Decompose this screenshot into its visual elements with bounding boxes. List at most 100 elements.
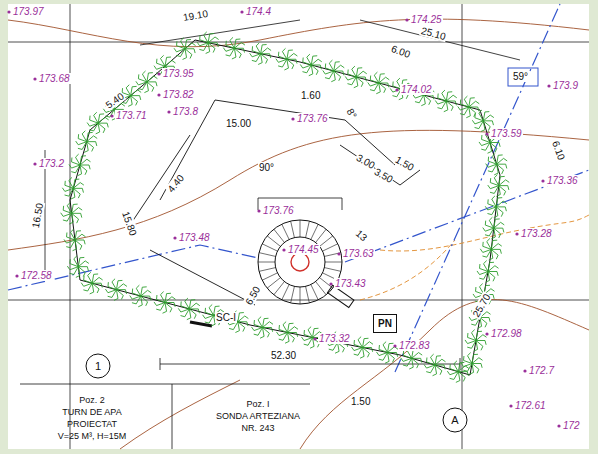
tree-symbol bbox=[483, 217, 505, 239]
dimension-label: 1.60 bbox=[300, 90, 321, 101]
elevation-label: 173.43 bbox=[334, 278, 367, 289]
pn-box: PN bbox=[373, 314, 397, 333]
tree-symbol bbox=[276, 48, 298, 70]
tree-symbol bbox=[480, 238, 502, 260]
tree-symbol bbox=[197, 32, 219, 54]
tree-symbol bbox=[277, 322, 299, 344]
tree-symbol bbox=[62, 177, 84, 199]
node-text: PROIECTAT bbox=[67, 418, 117, 430]
title-block: Poz. 2TURN DE APAPROIECTATV=25 M³, H=15M bbox=[55, 392, 130, 444]
title-block-lines bbox=[20, 384, 310, 449]
survey-dot bbox=[509, 404, 512, 407]
elevation-label: 172.98 bbox=[490, 328, 523, 339]
survey-dot bbox=[541, 179, 544, 182]
survey-dot bbox=[395, 88, 398, 91]
tree-symbol bbox=[81, 272, 103, 294]
survey-dot bbox=[393, 344, 396, 347]
survey-dot bbox=[313, 337, 316, 340]
tree-symbol bbox=[486, 153, 508, 175]
tree-symbol bbox=[352, 337, 374, 359]
tree-symbol bbox=[136, 71, 158, 93]
node-text: A bbox=[451, 413, 458, 427]
elevation-label: 173.76 bbox=[262, 205, 295, 216]
elevation-label: 172.61 bbox=[514, 400, 547, 411]
dimension-label: 59° bbox=[512, 71, 529, 82]
angle-box bbox=[508, 68, 538, 86]
tree-symbol bbox=[447, 361, 469, 383]
survey-dot bbox=[240, 10, 243, 13]
elevation-label: 173.32 bbox=[318, 333, 351, 344]
elevation-label: 173.59 bbox=[490, 128, 523, 139]
tree-symbol bbox=[154, 292, 176, 314]
node-text: 1 bbox=[95, 359, 101, 373]
tree-symbol bbox=[300, 54, 322, 76]
survey-dot bbox=[33, 77, 36, 80]
tree-symbol bbox=[223, 37, 245, 59]
survey-dot bbox=[15, 274, 18, 277]
node-text: V=25 M³, H=15M bbox=[58, 430, 127, 442]
survey-dot bbox=[33, 162, 36, 165]
elevation-label: 174.02 bbox=[400, 84, 433, 95]
survey-dot bbox=[329, 282, 332, 285]
callout-circle: A bbox=[442, 407, 468, 433]
callout-circle: 1 bbox=[85, 353, 111, 379]
tree-symbol bbox=[345, 66, 367, 88]
tree-symbol bbox=[323, 60, 345, 82]
dimension-label: SC-I bbox=[215, 312, 237, 323]
elevation-label: 174.45 bbox=[287, 244, 320, 255]
elevation-label: 173.71 bbox=[115, 110, 148, 121]
tree-symbol bbox=[435, 90, 457, 112]
elevation-label: 173.76 bbox=[296, 113, 329, 124]
tree-symbol bbox=[485, 196, 507, 218]
survey-dot bbox=[485, 132, 488, 135]
tree-symbol bbox=[477, 261, 499, 283]
survey-dot bbox=[257, 209, 260, 212]
node-text: Poz. I bbox=[246, 398, 269, 410]
tree-symbol bbox=[87, 112, 109, 134]
elevation-label: 172.7 bbox=[528, 365, 555, 376]
elevation-label: 173.97 bbox=[12, 6, 45, 17]
elevation-label: 173.95 bbox=[162, 68, 195, 79]
tree-symbol bbox=[105, 279, 127, 301]
tree-symbol bbox=[174, 38, 196, 60]
elevation-label: 173.2 bbox=[38, 158, 65, 169]
tree-symbol bbox=[458, 96, 480, 118]
sheet bbox=[8, 4, 589, 449]
tree-symbol bbox=[488, 175, 510, 197]
elevation-label: 173.9 bbox=[552, 80, 579, 91]
water-tower bbox=[258, 198, 354, 308]
survey-dot bbox=[405, 18, 408, 21]
survey-dot bbox=[157, 72, 160, 75]
elevation-label: 172.58 bbox=[20, 270, 53, 281]
grid bbox=[8, 4, 589, 449]
elevation-label: 173.82 bbox=[162, 89, 195, 100]
axis-line bbox=[8, 4, 589, 372]
survey-dot bbox=[7, 10, 10, 13]
dimension-label: 52.30 bbox=[270, 350, 297, 361]
dimension-lines bbox=[45, 20, 520, 370]
survey-dot bbox=[167, 110, 170, 113]
tree-symbol bbox=[368, 72, 390, 94]
survey-dot bbox=[515, 232, 518, 235]
survey-dot bbox=[485, 332, 488, 335]
elevation-label: 172 bbox=[562, 420, 581, 431]
elevation-label: 174.4 bbox=[245, 6, 272, 17]
survey-dot bbox=[557, 424, 560, 427]
elevation-label: 173.68 bbox=[38, 73, 71, 84]
node-text: Poz. 2 bbox=[79, 394, 105, 406]
tree-symbol bbox=[252, 317, 274, 339]
node-text: PN bbox=[378, 317, 392, 330]
tree-symbol bbox=[250, 43, 272, 65]
dimension-label: 90° bbox=[258, 162, 275, 173]
survey-points bbox=[7, 10, 560, 427]
elevation-label: 173.28 bbox=[520, 228, 553, 239]
survey-dot bbox=[282, 248, 285, 251]
elevation-label: 173.8 bbox=[172, 106, 199, 117]
survey-dot bbox=[523, 369, 526, 372]
utility-line bbox=[360, 215, 589, 300]
fence-line bbox=[70, 40, 500, 375]
survey-dot bbox=[337, 252, 340, 255]
tree-symbol bbox=[64, 229, 86, 251]
